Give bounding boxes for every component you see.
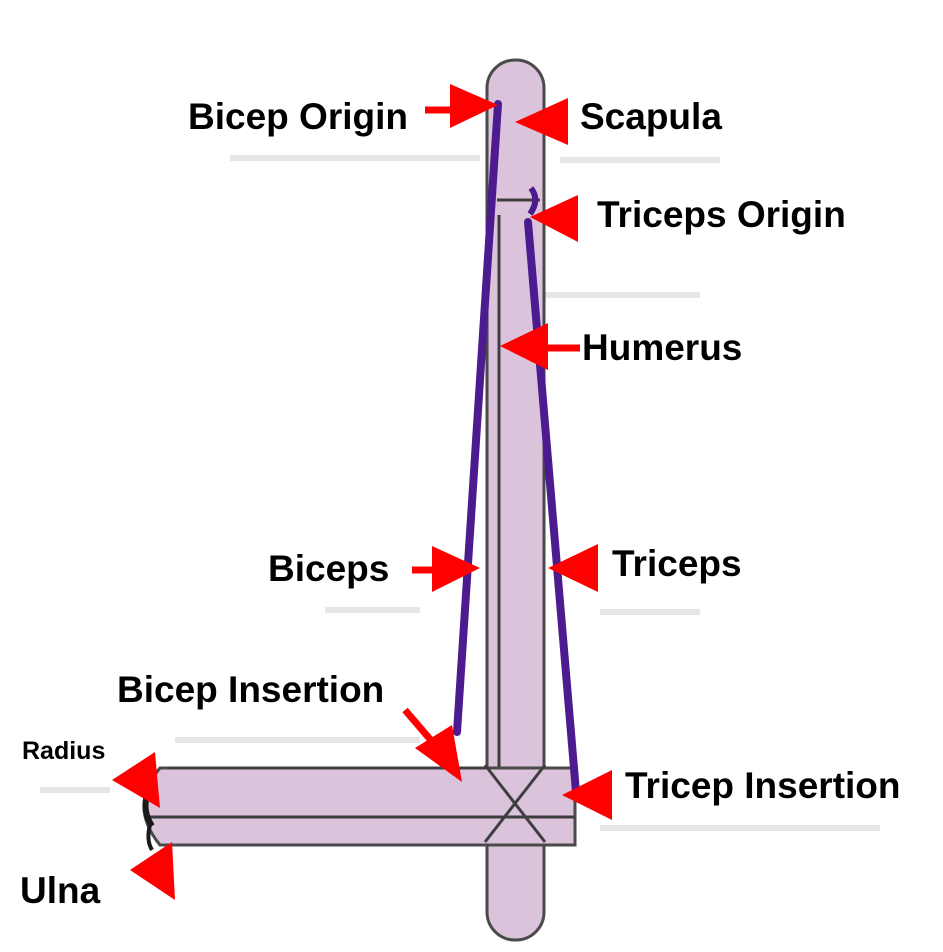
humerus-label: Humerus [582, 327, 742, 368]
forearm-bones [144, 765, 575, 850]
biceps-label: Biceps [268, 548, 389, 589]
triceps-label: Triceps [612, 543, 742, 584]
bicep-origin-label: Bicep Origin [188, 96, 408, 137]
radius-arrow [112, 752, 160, 808]
tricep-insertion-label: Tricep Insertion [625, 765, 901, 806]
ulna-arrow [130, 842, 175, 900]
radius-label: Radius [22, 737, 105, 765]
scapula-label: Scapula [580, 96, 722, 137]
triceps-origin-label: Triceps Origin [597, 194, 846, 235]
bicep-insertion-label: Bicep Insertion [117, 669, 384, 710]
ulna-label: Ulna [20, 870, 101, 911]
